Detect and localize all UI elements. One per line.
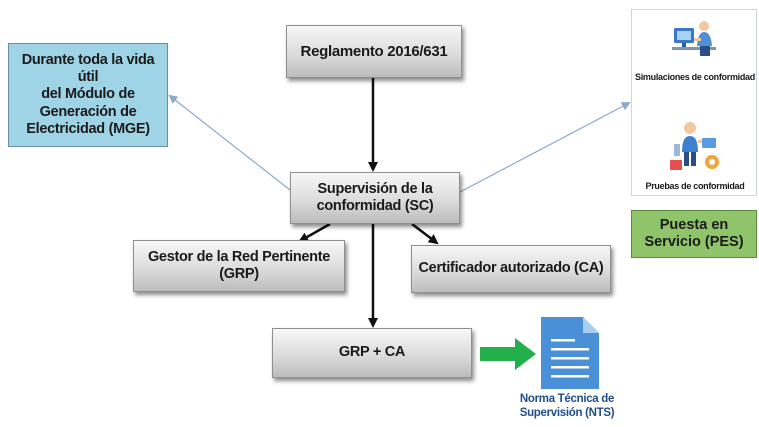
- nts-line-1: Norma Técnica de: [519, 393, 615, 405]
- computer-user-icon: [672, 21, 716, 56]
- arrow-sc-to-ca: [411, 223, 439, 245]
- mge-lifetime-box: Durante toda la vida útil del Módulo de …: [8, 43, 168, 147]
- conformity-methods-panel: Simulaciones de conformidad Pruebas de c…: [631, 9, 757, 196]
- gestor-box: Gestor de la Red Pertinente (GRP): [133, 240, 345, 292]
- green-arrow: [480, 338, 536, 370]
- simulaciones-label: Simulaciones de conformidad: [635, 72, 755, 82]
- pes-box: Puesta en Servicio (PES): [631, 210, 757, 258]
- pes-line-2: Servicio (PES): [644, 234, 744, 250]
- grp-ca-label: GRP + CA: [338, 344, 406, 361]
- gestor-line-2: (GRP): [219, 266, 259, 282]
- arrow-sc-to-grp: [298, 222, 331, 243]
- arrow-sc-to-mge: [168, 94, 291, 191]
- supervision-line-2: conformidad (SC): [316, 198, 434, 214]
- document-icon: [541, 317, 599, 389]
- supervision-line-1: Supervisión de la: [317, 180, 433, 197]
- grp-ca-box: GRP + CA: [272, 328, 472, 378]
- mge-line-1: Durante toda la vida útil: [21, 52, 155, 86]
- arrow-sc-to-panel: [459, 102, 631, 193]
- pruebas-label: Pruebas de conformidad: [645, 181, 745, 191]
- nts-line-2: Supervisión (NTS): [519, 406, 615, 419]
- gestor-line-1: Gestor de la Red Pertinente: [147, 248, 331, 265]
- mge-line-2: del Módulo de: [41, 86, 135, 103]
- pes-line-1: Puesta en: [659, 216, 729, 233]
- certificador-label: Certificador autorizado (CA): [418, 260, 604, 277]
- engineer-test-icon: [670, 122, 719, 170]
- certificador-box: Certificador autorizado (CA): [411, 245, 611, 293]
- supervision-box: Supervisión de la conformidad (SC): [290, 172, 460, 224]
- nts-label: Norma Técnica de Supervisión (NTS): [497, 393, 637, 421]
- mge-line-3: Generación de: [39, 103, 137, 120]
- reglamento-label: Reglamento 2016/631: [300, 42, 448, 60]
- mge-line-4: Electricidad (MGE): [26, 120, 150, 137]
- reglamento-box: Reglamento 2016/631: [286, 25, 462, 78]
